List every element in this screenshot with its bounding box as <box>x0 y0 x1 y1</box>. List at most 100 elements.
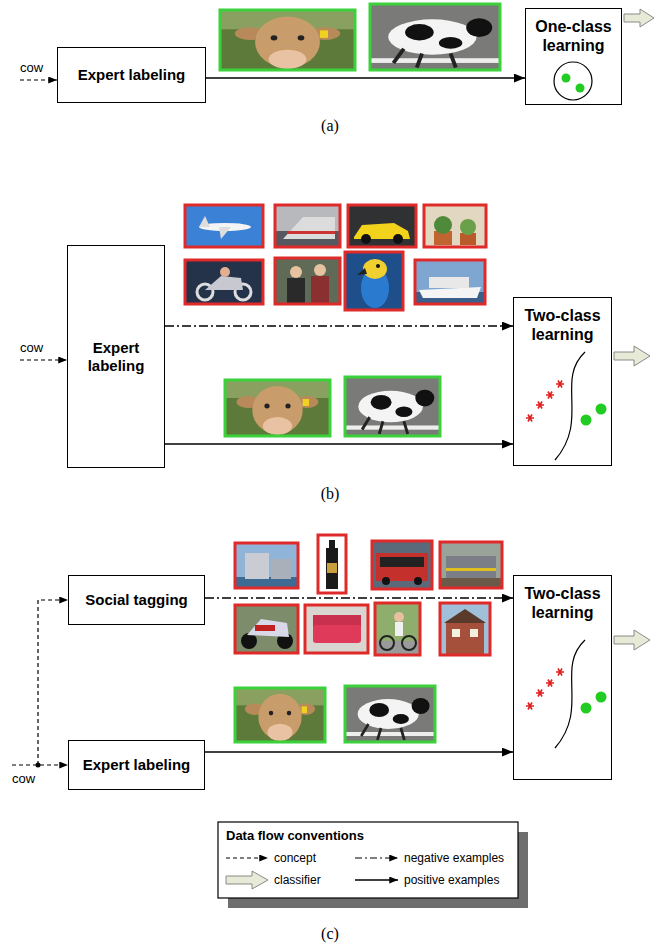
two-class-symbol <box>556 669 564 676</box>
negative-photo <box>375 603 420 655</box>
negative-photo <box>255 625 275 631</box>
negative-photo <box>434 216 452 234</box>
positive-photo <box>370 4 500 70</box>
negative-photo <box>444 609 486 623</box>
two-class-symbol <box>526 352 607 460</box>
negative-photo <box>283 217 335 239</box>
negative-photo <box>424 205 486 247</box>
positive-photo <box>345 377 440 436</box>
positive-photo <box>220 10 355 70</box>
positive-photo <box>345 377 440 436</box>
negative-photo <box>271 559 291 579</box>
negative-photo <box>241 633 257 649</box>
one-class-symbol <box>554 62 592 100</box>
negative-photo <box>440 542 502 588</box>
negative-photo <box>275 258 340 304</box>
negative-photo <box>235 605 298 653</box>
negative-photo <box>235 543 298 588</box>
two-class-symbol <box>546 680 554 687</box>
positive-flow <box>206 77 525 79</box>
concept-label: cow <box>12 771 35 787</box>
negative-photo <box>185 205 263 247</box>
positive-photo <box>235 688 325 742</box>
legend-title: Data flow conventions <box>226 828 364 844</box>
learner-box: Two-class learning <box>513 575 612 780</box>
positive-photo <box>345 686 435 742</box>
legend-sample <box>226 857 268 858</box>
concept-label: cow <box>20 340 43 356</box>
negative-photo <box>429 277 469 288</box>
positive-photo <box>220 10 355 70</box>
two-class-symbol <box>581 703 592 714</box>
positive-photo <box>225 380 330 436</box>
positive-photo <box>370 4 500 70</box>
negative-photo <box>372 541 432 589</box>
two-class-symbol <box>526 703 534 710</box>
negative-photo <box>415 260 485 304</box>
negative-photo <box>376 553 428 581</box>
negative-photo <box>424 205 486 247</box>
positive-flow <box>165 443 513 445</box>
panel-label: (a) <box>321 116 339 135</box>
concept-arrow <box>20 79 57 80</box>
negative-photo <box>235 543 298 588</box>
negative-photo <box>326 548 338 589</box>
negative-photo <box>318 535 346 593</box>
negative-photo <box>220 267 230 277</box>
one-class-symbol <box>576 84 585 93</box>
negative-photo <box>446 621 484 655</box>
negative-photo <box>382 577 390 585</box>
one-class-symbol <box>554 62 592 100</box>
negative-photo <box>460 219 476 235</box>
negative-photo <box>275 205 340 247</box>
negative-photo <box>393 234 403 244</box>
negative-photo <box>452 629 460 637</box>
negative-photo <box>219 227 231 239</box>
negative-photo <box>275 205 340 247</box>
negative-photo <box>313 625 361 643</box>
concept-label: cow <box>20 60 43 76</box>
negative-photo <box>275 258 340 304</box>
negative-photo <box>440 542 502 588</box>
negative-photo <box>348 205 416 247</box>
two-class-symbol <box>596 404 607 415</box>
negative-photo <box>185 260 263 304</box>
positive-photo <box>235 688 325 742</box>
negative-photo <box>372 541 432 589</box>
negative-flow <box>165 325 513 326</box>
negative-photo <box>470 629 478 637</box>
process-box: Expert labeling <box>67 245 165 468</box>
learner-box: Two-class learning <box>513 297 612 466</box>
negative-photo <box>305 605 368 653</box>
negative-photo <box>414 577 422 585</box>
negative-flow <box>205 597 513 598</box>
two-class-symbol <box>596 692 607 703</box>
negative-photo <box>348 205 416 247</box>
box-label: Social tagging <box>75 591 198 609</box>
positive-photo <box>235 688 325 742</box>
negative-photo <box>185 205 263 247</box>
negative-photo <box>287 231 335 234</box>
box-label: Two-class learning <box>520 306 605 344</box>
negative-photo <box>329 540 335 550</box>
classifier-arrow <box>624 9 654 27</box>
negative-photo <box>372 541 432 589</box>
negative-photo <box>345 252 403 310</box>
negative-photo <box>440 603 490 655</box>
negative-photo <box>287 278 305 304</box>
negative-photo <box>235 605 298 653</box>
negative-photo <box>275 258 340 304</box>
negative-photo <box>345 252 403 310</box>
classifier-arrow <box>614 346 650 366</box>
two-class-symbol <box>546 392 554 399</box>
negative-photo <box>357 268 367 275</box>
negative-photo <box>275 205 340 247</box>
negative-photo <box>446 568 496 571</box>
negative-photo <box>363 259 387 279</box>
positive-photo <box>220 10 355 70</box>
negative-photo <box>305 605 368 653</box>
negative-photo <box>415 260 485 304</box>
legend-text: negative examples <box>404 851 504 865</box>
